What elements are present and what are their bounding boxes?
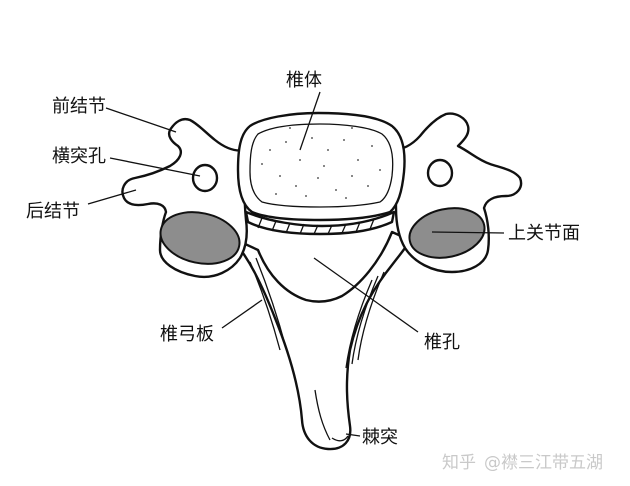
watermark-author: @襟三江带五湖: [484, 453, 603, 473]
vertebral-body-texture: [261, 127, 381, 199]
left-transverse-foramen: [191, 163, 219, 193]
label-vertebral-foramen: 椎孔: [424, 332, 460, 353]
vertebral-body-shape: [236, 111, 406, 222]
label-transverse-foramen: 横突孔: [52, 146, 106, 167]
right-articular-facet: [408, 207, 486, 259]
spinous-process-shape: [230, 230, 412, 451]
label-lamina: 椎弓板: [160, 324, 214, 345]
leader-lines: [87, 91, 505, 437]
watermark-site: 知乎: [442, 453, 476, 473]
label-anterior-tubercle: 前结节: [52, 96, 106, 117]
rim-hatching: [257, 217, 375, 235]
label-vertebral-body: 椎体: [286, 70, 322, 91]
vertebral-body-inner: [249, 123, 394, 208]
lamina-hatching: [249, 257, 385, 442]
left-articular-facet: [159, 211, 241, 265]
label-posterior-tubercle: 后结节: [26, 201, 80, 222]
label-spinous-process: 棘突: [362, 427, 398, 448]
label-superior-articular-facet: 上关节面: [508, 223, 580, 244]
right-transverse-foramen: [426, 158, 454, 188]
vertebra-illustration: [121, 111, 523, 451]
